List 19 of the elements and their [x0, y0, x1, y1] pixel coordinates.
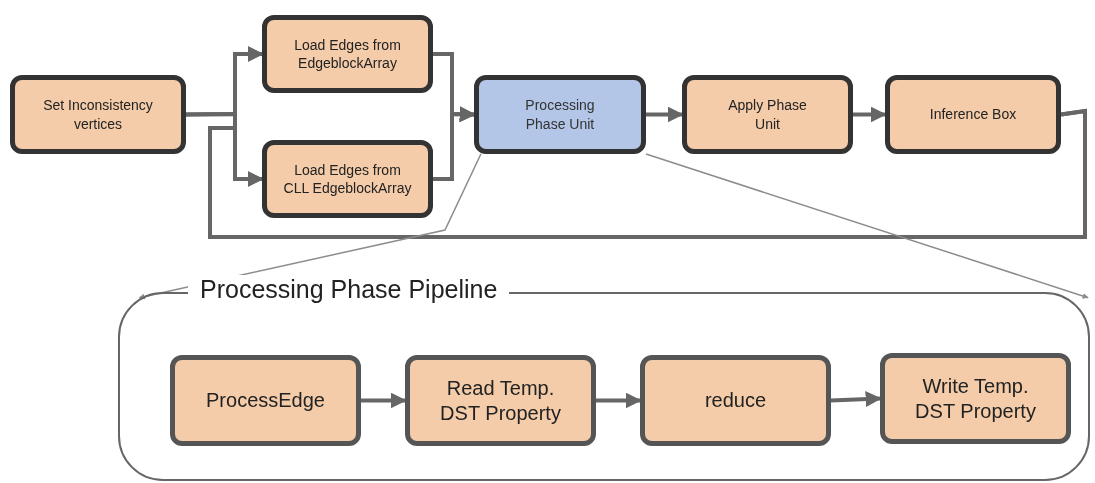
process-box: Processing Phase Unit [474, 75, 646, 154]
panel-heading: Processing Phase Pipeline [188, 275, 510, 304]
arrow [361, 392, 407, 409]
zoom-arrow [645, 153, 1089, 299]
arrow [853, 106, 887, 123]
process-box: Write Temp. DST Property [880, 353, 1071, 444]
process-box: Apply Phase Unit [682, 75, 853, 154]
process-box: Read Temp. DST Property [405, 355, 596, 446]
process-box: Inference Box [885, 75, 1061, 154]
arrow [646, 106, 684, 123]
arrow [596, 392, 642, 409]
arrow [208, 108, 1087, 239]
process-box: Load Edges from EdgeblockArray [262, 15, 433, 93]
process-box: reduce [640, 355, 831, 446]
arrow [433, 106, 476, 181]
process-box: Set Inconsistency vertices [10, 75, 186, 154]
arrow [830, 391, 882, 408]
process-box: Load Edges from CLL EdgeblockArray [262, 140, 433, 218]
process-box: ProcessEdge [170, 355, 361, 446]
